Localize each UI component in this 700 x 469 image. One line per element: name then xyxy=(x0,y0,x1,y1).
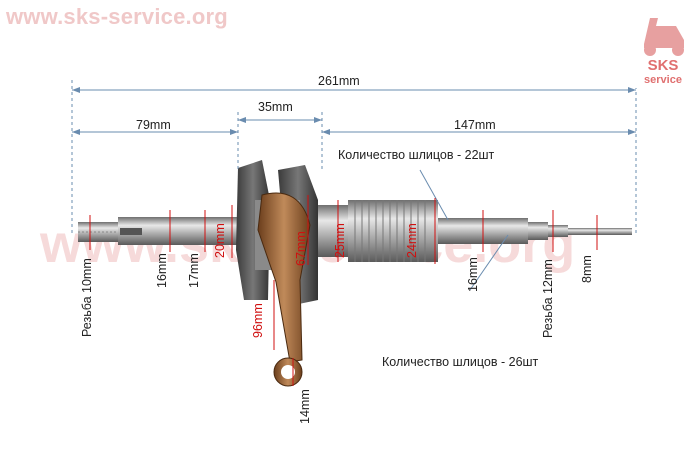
dimension-lines xyxy=(71,80,637,291)
diameter-17-label: 17mm xyxy=(187,253,201,288)
right-length-label: 147mm xyxy=(454,118,496,132)
total-length-label: 261mm xyxy=(318,74,360,88)
diameter-8-label: 8mm xyxy=(580,255,594,283)
diameter-16-left-label: 16mm xyxy=(155,253,169,288)
scooter-icon: SKS service xyxy=(632,4,694,88)
diameter-16-right-label: 16mm xyxy=(466,257,480,292)
diameter-25-label: 25mm xyxy=(333,223,347,258)
connecting-rod xyxy=(257,192,311,387)
svg-text:SKS: SKS xyxy=(648,57,679,74)
site-watermark: www.sks-service.org xyxy=(6,4,228,29)
crank-width-label: 35mm xyxy=(258,100,293,114)
splines-22-label: Количество шлицов - 22шт xyxy=(338,148,495,162)
sks-service-logo: SKS service xyxy=(632,4,694,88)
svg-text:service: service xyxy=(644,74,682,86)
left-length-label: 79mm xyxy=(136,118,171,132)
thread-left-label: Резьба 10mm xyxy=(80,258,94,337)
thread-right-label: Резьба 12mm xyxy=(541,259,555,338)
diameter-24-label: 24mm xyxy=(405,223,419,258)
diameter-96-label: 96mm xyxy=(251,303,265,338)
diameter-20-label: 20mm xyxy=(213,223,227,258)
diameter-67-label: 67mm xyxy=(294,231,308,266)
splines-26-label: Количество шлицов - 26шт xyxy=(382,355,539,369)
measurement-ticks xyxy=(89,195,598,386)
diameter-14-label: 14mm xyxy=(298,389,312,424)
left-shaft xyxy=(78,217,238,245)
right-shaft xyxy=(318,200,632,262)
